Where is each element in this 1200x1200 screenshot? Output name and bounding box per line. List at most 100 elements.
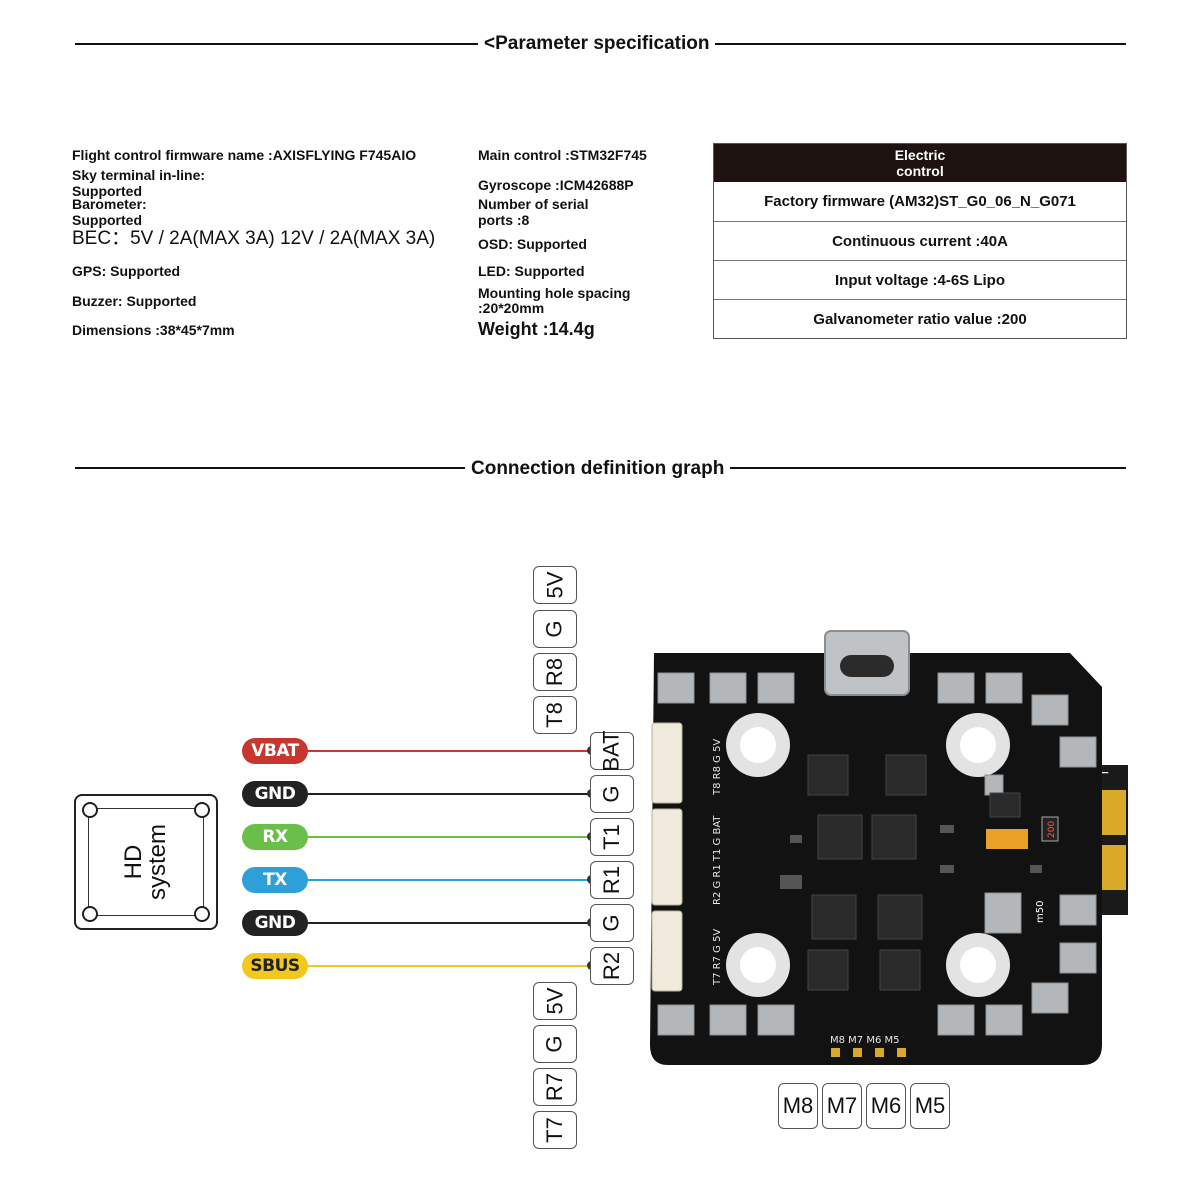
electric-control-table: Electric control Factory firmware (AM32)… [713,143,1127,339]
pin-side-g2: G [590,904,634,942]
silkscreen-mid-pins: R2 G R1 T1 G BAT [712,815,723,905]
smd-component [940,865,954,873]
hd-system-label: HD system [119,823,171,901]
wire-line [300,793,592,795]
ic-chip [877,894,923,940]
motor-pin-m7: M7 [822,1083,862,1129]
pin-side-r2: R2 [590,947,634,985]
spec-mounting-hole-value: :20*20mm [478,300,545,316]
spec-serial-ports: Number of serial [478,196,589,212]
jst-connector-top [651,722,683,804]
mounting-hole-inner [740,947,776,983]
inductor [1031,694,1069,726]
pin-label: R2 [599,951,624,981]
pin-label: G [599,785,624,803]
inductor [984,774,1004,796]
section-divider-right [730,467,1126,469]
inductor [937,672,975,704]
pin-label: G [599,914,624,932]
inductor [1059,894,1097,926]
inductor [1059,942,1097,974]
silkscreen-top-pins: T8 R8 G 5V [712,739,723,796]
spec-gyroscope: Gyroscope :ICM42688P [478,177,634,193]
pin-label: 5V [541,987,567,1015]
mounting-hole-inner [740,727,776,763]
inductor [985,672,1023,704]
electric-control-header-line1: Electric [894,147,946,163]
parameters-section-title: <Parameter specification [478,33,716,55]
wire-label-vbat: VBAT [242,738,308,764]
pin-bottom-t7: T7 [533,1111,577,1149]
spec-bec: BEC：5V / 2A(MAX 3A) 12V / 2A(MAX 3A) [72,228,436,249]
hd-system-line1: HD [119,844,147,880]
pin-label: BAT [599,730,624,772]
mounting-hole-inner [960,727,996,763]
ec-row-current: Continuous current :40A [714,221,1126,260]
spec-barometer-value: Supported [72,212,142,228]
motor-pin-m6: M6 [866,1083,906,1129]
jst-connector-mid [651,808,683,906]
pin-side-r1: R1 [590,861,634,899]
spec-firmware-name: Flight control firmware name :AXISFLYING… [72,147,417,163]
motor-pin-m5: M5 [910,1083,950,1129]
ic-chip [871,814,917,860]
spec-weight: Weight :14.4g [478,319,595,339]
spec-buzzer: Buzzer: Supported [72,293,197,309]
jst-connector-bot [651,910,683,992]
pin-side-g: G [590,775,634,813]
pin-label: G [542,620,567,638]
resistor-marking: 200 [1047,821,1057,838]
ic-chip [989,792,1021,818]
spec-serial-ports-value: ports :8 [478,212,530,228]
spec-mounting-hole: Mounting hole spacing [478,285,631,301]
wire-line [300,750,592,752]
wire-label-rx: RX [242,824,308,850]
inductor [757,1004,795,1036]
usb-c-opening [840,655,894,677]
silkscreen-motor-pins: M8 M7 M6 M5 [830,1035,900,1046]
ic-chip [817,814,863,860]
pin-top-g: G [533,610,577,648]
inductor [657,1004,695,1036]
spec-gps: GPS: Supported [72,263,181,279]
section-divider-left [75,467,475,469]
screw-icon [82,802,98,818]
smd-component [940,825,954,833]
hd-system-label-wrap: HD system [76,796,216,928]
resistor [1041,816,1059,842]
pin-label: R1 [599,865,624,895]
motor-pad [853,1048,862,1057]
screw-icon [82,906,98,922]
inductor [937,1004,975,1036]
pin-side-bat: BAT [590,730,634,772]
power-minus-label: − [1098,765,1110,781]
pin-label: G [542,1035,567,1053]
screw-icon [194,906,210,922]
smd-component [1030,865,1042,873]
spec-led: LED: Supported [478,263,585,279]
connection-section-title: Connection definition graph [465,458,731,480]
smd-component [780,875,802,889]
motor-pad [897,1048,906,1057]
spec-sky-terminal-value: Supported [72,183,142,199]
motor-pin-m8: M8 [778,1083,818,1129]
component-marking: m50 [1035,901,1046,923]
pin-label: 5V [541,571,567,599]
wire-line [300,836,592,838]
spec-sky-terminal: Sky terminal in-line: [72,167,206,183]
wire-label-gnd: GND [242,910,308,936]
electric-control-header-line2: control [896,163,944,179]
electric-control-header: Electric control [714,144,1126,182]
ec-row-voltage: Input voltage :4-6S Lipo [714,260,1126,299]
hd-system-module: HD system [74,794,218,930]
pin-bottom-5v: 5V [533,982,577,1020]
ic-chip [807,754,849,796]
wire-label-sbus: SBUS [242,953,308,979]
pin-top-r8: R8 [533,653,577,691]
mounting-hole-inner [960,947,996,983]
ic-chip [879,949,921,991]
hd-system-line2: system [143,823,171,901]
motor-pad [875,1048,884,1057]
ec-row-firmware: Factory firmware (AM32)ST_G0_06_N_G071 [764,193,1076,210]
flight-controller-board: − + T8 R8 G 5V R2 G R1 T1 G BAT T7 R7 G … [650,630,1128,1065]
